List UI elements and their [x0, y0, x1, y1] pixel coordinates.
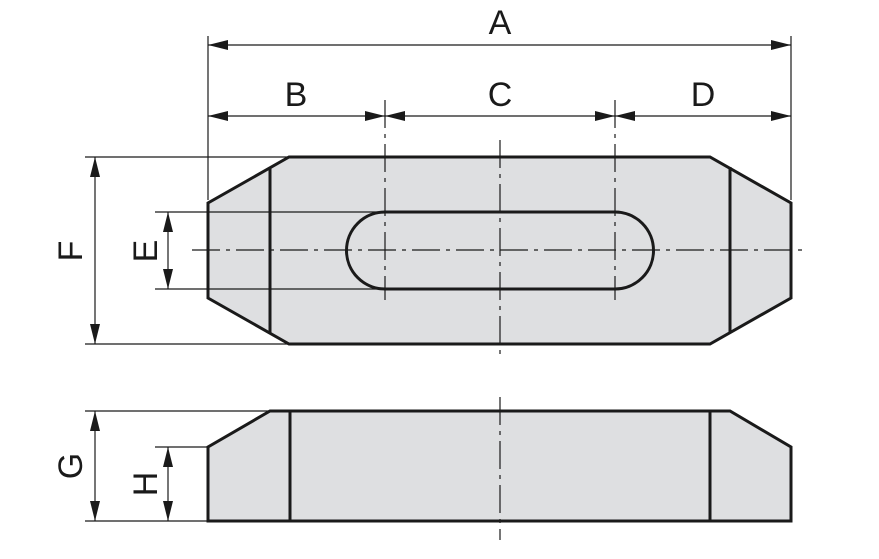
dimension-labels: A B C D F E G H: [52, 4, 715, 496]
dimension-label-c: C: [488, 76, 513, 114]
dimension-label-f: F: [52, 241, 90, 262]
top-view: [192, 100, 808, 358]
side-view: [206, 397, 793, 540]
dimension-label-g: G: [52, 453, 90, 479]
dimension-label-a: A: [489, 4, 512, 42]
dimension-label-d: D: [691, 76, 716, 114]
dimension-label-b: B: [285, 76, 308, 114]
dimension-lines: [90, 40, 791, 521]
dimension-label-h: H: [127, 472, 165, 497]
extension-lines: [85, 36, 792, 522]
dimension-label-e: E: [127, 240, 165, 263]
